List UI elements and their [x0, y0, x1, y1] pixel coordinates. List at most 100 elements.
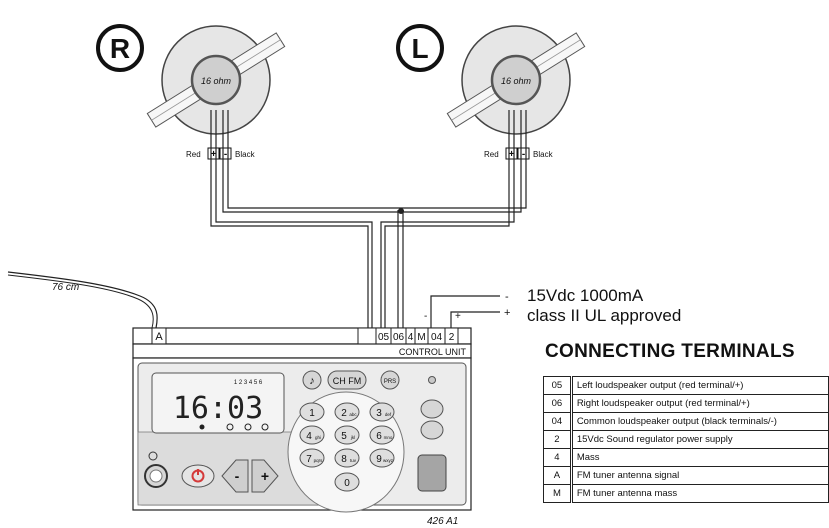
keypad-key-1[interactable] [299, 402, 325, 422]
keypad-key-5[interactable] [334, 425, 360, 445]
music-button[interactable] [302, 370, 322, 390]
right-minus-sign: - [224, 149, 227, 160]
keypad-letters: ghi [315, 435, 321, 440]
strip-minus: - [424, 311, 427, 322]
terminal-4: 4 [408, 332, 414, 343]
left-minus-terminal [517, 147, 530, 160]
keypad-letters: jkl [350, 435, 355, 440]
left-badge-circle [396, 24, 444, 72]
speaker-right: R 16 ohm Red + - Black [96, 24, 286, 160]
terminal-code: A [543, 466, 573, 485]
lcd-loop-icon [244, 423, 252, 431]
terminal-blocks: 05 06 4 M 04 2 [357, 327, 459, 345]
terminal-description: Right loudspeaker output (red terminal/+… [570, 394, 829, 413]
terminal-05: 05 [378, 332, 390, 343]
volume-up-label: + [261, 468, 269, 484]
left-impedance: 16 ohm [501, 76, 532, 86]
terminal-code: 06 [543, 394, 573, 413]
wire-junction [398, 208, 404, 214]
terminal-code: 05 [543, 376, 573, 395]
keypad-letters: mno [384, 435, 393, 440]
antenna-wire [7, 271, 158, 329]
control-unit: A 05 06 4 M 04 2 CONTROL UNIT 1 2 3 4 5 … [132, 327, 472, 513]
right-plus-terminal [207, 147, 220, 160]
right-speaker-cone [190, 54, 242, 106]
keypad-digit: 1 [309, 408, 315, 419]
keypad-key-3[interactable] [369, 402, 395, 422]
music-note-icon: ♪ [309, 375, 315, 387]
lcd-channels: 1 2 3 4 5 6 [234, 380, 263, 386]
model-number: 426 A1 [427, 516, 458, 527]
terminal-06: 06 [393, 332, 405, 343]
lcd-clock-icon [226, 423, 234, 431]
keypad-digit: 5 [341, 431, 347, 442]
lcd-time: 16:03 [173, 391, 263, 426]
volume-down-button[interactable] [221, 459, 249, 493]
prs-button[interactable] [380, 370, 400, 390]
power-approval: class II UL approved [527, 306, 682, 325]
antenna-wire-shadow [7, 274, 154, 329]
keypad-digit: 2 [341, 408, 347, 419]
keypad-letters: abc [349, 412, 357, 417]
sensor-window [417, 454, 447, 492]
side-button-bottom[interactable] [420, 420, 444, 440]
keypad-key-4[interactable] [299, 425, 325, 445]
power-wires [430, 295, 500, 328]
ch-fm-button[interactable] [327, 370, 367, 390]
lcd-mode-icon [261, 423, 269, 431]
speaker-wires [210, 110, 527, 328]
power-rating: 15Vdc 1000mA [527, 286, 644, 305]
left-red-label: Red [484, 150, 499, 159]
terminal-description: Left loudspeaker output (red terminal/+) [570, 376, 829, 395]
left-speaker-cone [490, 54, 542, 106]
control-unit-label: CONTROL UNIT [399, 347, 467, 357]
lcd-indicator-icon [199, 424, 205, 430]
terminal-code: M [543, 484, 573, 503]
right-impedance: 16 ohm [201, 76, 232, 86]
keypad-digit: 6 [376, 431, 382, 442]
volume-down-label: - [235, 468, 240, 484]
terminal-m: M [417, 332, 425, 343]
keypad-letters: tuv [350, 458, 357, 463]
left-badge: L [411, 33, 428, 64]
left-plus-terminal [505, 147, 518, 160]
volume-up-button[interactable] [251, 459, 279, 493]
power-button[interactable] [181, 464, 215, 488]
keypad-digit: 0 [344, 478, 350, 489]
prs-label: PRS [384, 379, 396, 385]
left-minus-sign: - [522, 149, 525, 160]
keypad-letters: wxyz [383, 458, 394, 463]
terminal-code: 4 [543, 448, 573, 467]
keypad-key-6[interactable] [369, 425, 395, 445]
keypad-letters: def [385, 412, 392, 417]
left-plus-sign: + [509, 149, 515, 160]
keypad-key-8[interactable] [334, 448, 360, 468]
keypad-letters: pqrs [314, 458, 324, 463]
strip-plus: + [455, 311, 461, 322]
antenna-length: 76 cm [52, 282, 79, 293]
connecting-terminals-title: CONNECTING TERMINALS [545, 341, 795, 362]
right-minus-terminal [219, 147, 232, 160]
terminal-code: 2 [543, 430, 573, 449]
terminal-description: 15Vdc Sound regulator power supply [570, 430, 829, 449]
keypad-key-9[interactable] [369, 448, 395, 468]
right-plus-sign: + [211, 149, 217, 160]
keypad-key-0[interactable] [334, 472, 360, 492]
ch-fm-label: CH FM [333, 376, 362, 386]
keypad-key-2[interactable] [334, 402, 360, 422]
right-badge: R [110, 33, 130, 64]
led-indicator [428, 376, 436, 384]
keypad-digit: 7 [306, 454, 312, 465]
terminal-code: 04 [543, 412, 573, 431]
keypad-digit: 3 [376, 408, 382, 419]
keypad-key-7[interactable] [299, 448, 325, 468]
antenna-terminal-label: A [155, 331, 163, 343]
side-button-top[interactable] [420, 399, 444, 419]
right-black-label: Black [235, 150, 256, 159]
eye-icon [148, 451, 158, 461]
